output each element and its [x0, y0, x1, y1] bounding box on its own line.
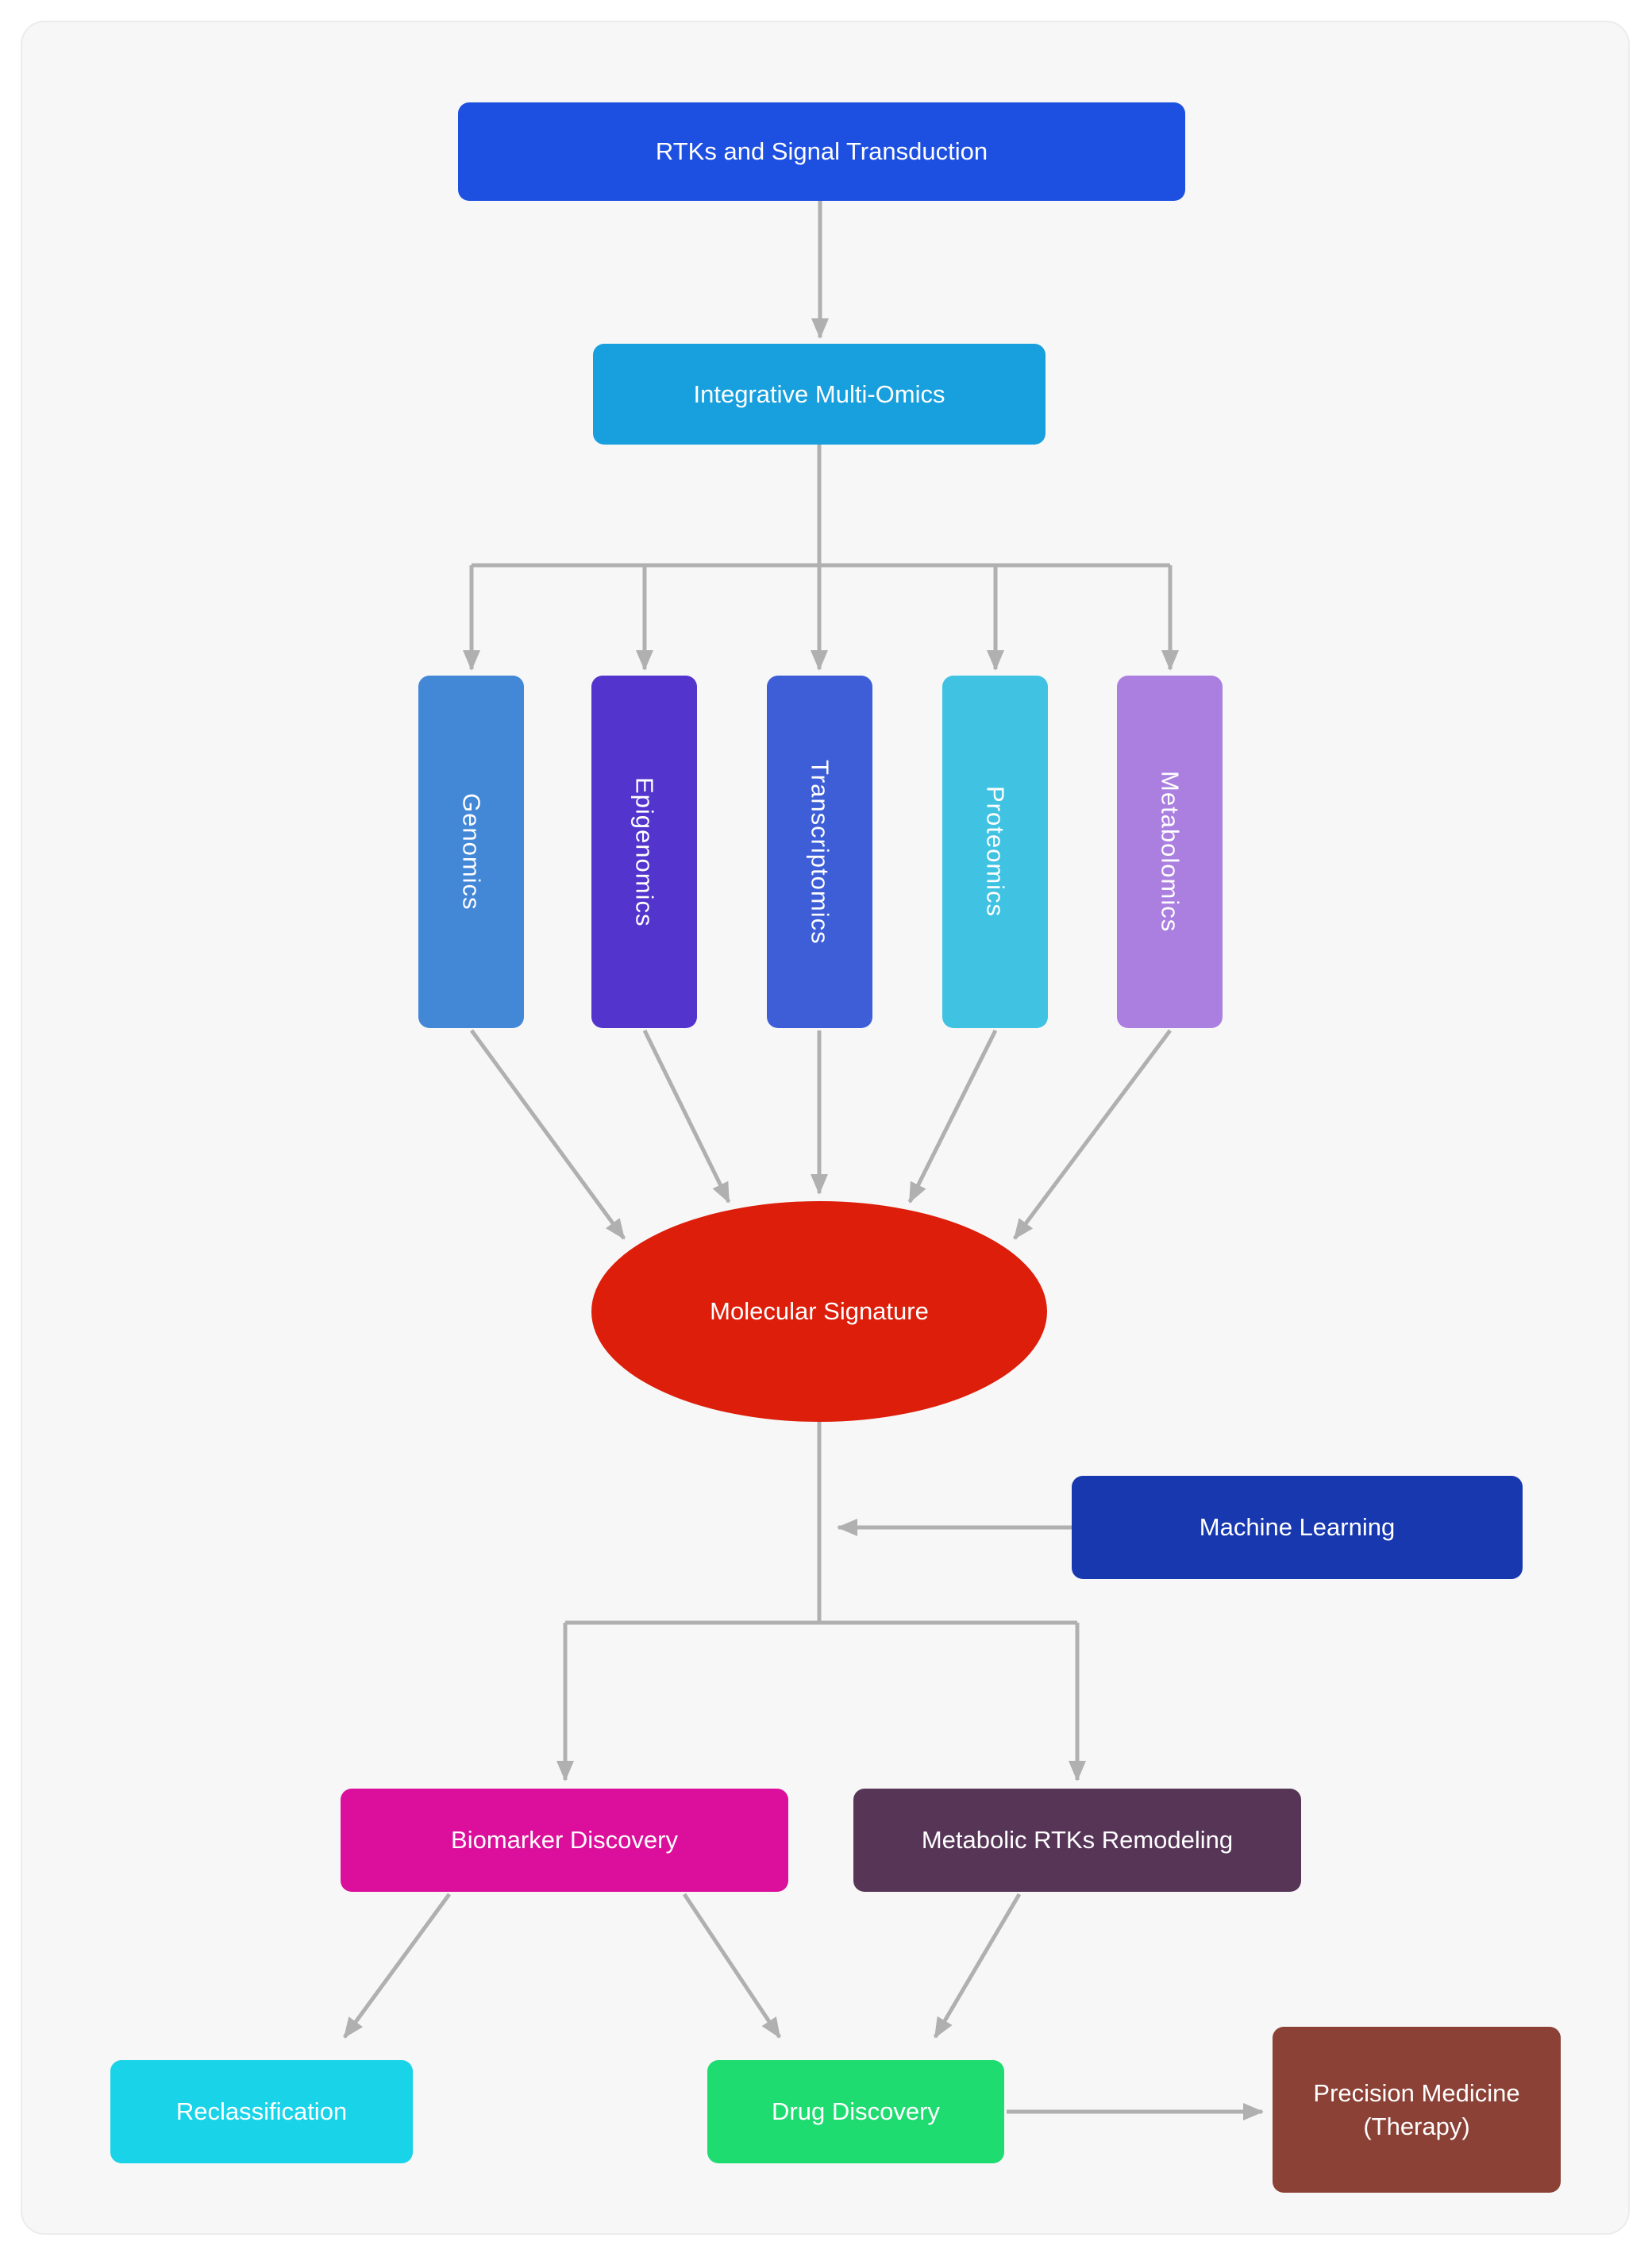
node-genomics-label: Genomics — [457, 793, 486, 911]
node-transcriptomics: Transcriptomics — [767, 676, 872, 1028]
node-integrative-multi-omics: Integrative Multi-Omics — [593, 344, 1045, 445]
node-machine-learning: Machine Learning — [1072, 1476, 1523, 1579]
node-molecular-signature-ellipse: Molecular Signature — [591, 1201, 1047, 1422]
node-transcriptomics-label: Transcriptomics — [806, 759, 834, 945]
node-rtks-and-signal-transduction: RTKs and Signal Transduction — [458, 102, 1185, 201]
node-metabolic-rtks-remodeling: Metabolic RTKs Remodeling — [853, 1789, 1301, 1892]
node-reclassification: Reclassification — [110, 2060, 413, 2163]
node-epigenomics: Epigenomics — [591, 676, 697, 1028]
node-precision-medicine-therapy: Precision Medicine (Therapy) — [1273, 2027, 1561, 2193]
node-drug-discovery: Drug Discovery — [707, 2060, 1004, 2163]
node-proteomics: Proteomics — [942, 676, 1048, 1028]
node-metabolomics: Metabolomics — [1117, 676, 1223, 1028]
node-metabolomics-label: Metabolomics — [1156, 771, 1184, 933]
node-genomics: Genomics — [418, 676, 524, 1028]
node-proteomics-label: Proteomics — [981, 786, 1010, 918]
node-epigenomics-label: Epigenomics — [630, 776, 659, 927]
node-biomarker-discovery: Biomarker Discovery — [341, 1789, 788, 1892]
